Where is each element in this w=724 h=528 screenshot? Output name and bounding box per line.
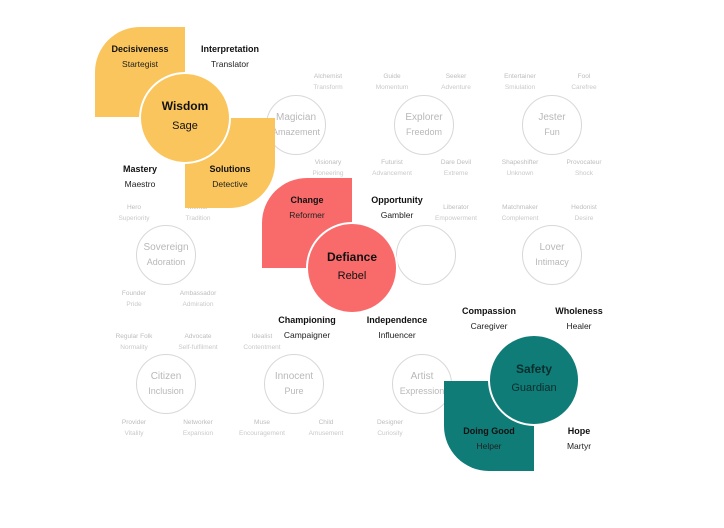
sage-archetype-label: Sage [172, 120, 198, 132]
guardian-archetype-label: Guardian [511, 382, 557, 394]
guardian-value-label: Safety [515, 362, 553, 376]
ghost-circle-unnamed [396, 225, 456, 285]
ghost-trait-innocent: Pure [284, 386, 304, 396]
ghost-trait-jester: Fun [544, 127, 560, 137]
ghost-trait-artist: Expression [399, 386, 445, 396]
ghost-circle-magician [266, 95, 326, 155]
ghost-circle-explorer [394, 95, 454, 155]
rebel-circle [306, 222, 398, 314]
sage-value-label: Wisdom [161, 99, 209, 113]
ghost-name-innocent: Innocent [274, 371, 314, 382]
sage-circle [139, 72, 231, 164]
ghost-circle-sovereign [136, 225, 196, 285]
ghost-trait-citizen: Inclusion [148, 386, 184, 396]
ghost-name-citizen: Citizen [150, 371, 182, 382]
ghost-name-sovereign: Sovereign [143, 242, 189, 253]
ghost-name-lover: Lover [539, 242, 565, 253]
ghost-name-explorer: Explorer [405, 112, 443, 123]
ghost-circle-lover [522, 225, 582, 285]
ghost-trait-lover: Intimacy [535, 257, 569, 267]
ghost-name-magician: Magician [275, 112, 317, 123]
ghost-circle-artist [392, 354, 452, 414]
ghost-name-jester: Jester [538, 112, 566, 123]
rebel-value-label: Defiance [326, 250, 378, 264]
ghost-trait-sovereign: Adoration [146, 257, 186, 267]
guardian-circle [488, 334, 580, 426]
ghost-circle-jester [522, 95, 582, 155]
ghost-circle-citizen [136, 354, 196, 414]
rebel-archetype-label: Rebel [337, 270, 367, 282]
ghost-trait-magician: Amazement [271, 127, 321, 137]
ghost-trait-explorer: Freedom [405, 127, 442, 137]
ghost-circle-innocent [264, 354, 324, 414]
ghost-name-artist: Artist [410, 371, 434, 382]
